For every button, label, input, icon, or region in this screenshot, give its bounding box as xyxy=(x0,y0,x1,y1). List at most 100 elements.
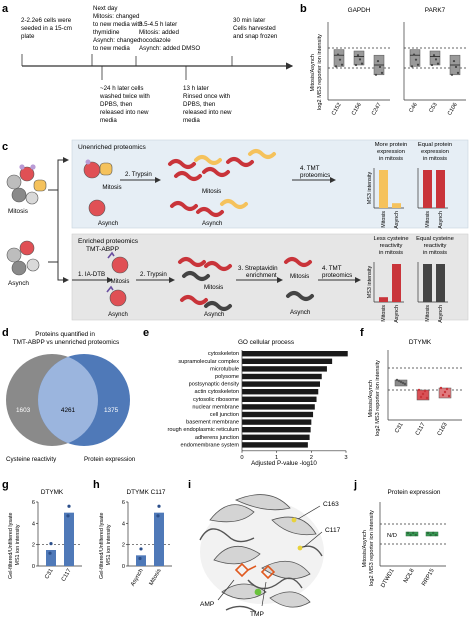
mitosis-bottom: Mitosis xyxy=(111,279,130,285)
j-point xyxy=(414,533,417,537)
c-bottom-bar-bar xyxy=(436,264,445,302)
c-bottom-bar-label: reactivity xyxy=(380,243,403,249)
go-bar xyxy=(242,366,327,372)
go-category: actin cytoskeleton xyxy=(195,389,239,395)
f-point xyxy=(403,382,407,386)
h-tick-label: Asynch xyxy=(130,568,145,587)
c-bottom-bar-tick: Asynch xyxy=(394,305,400,323)
b-point xyxy=(340,63,344,66)
go-bar xyxy=(242,389,319,395)
h-tick-label: Mitosis xyxy=(149,568,163,587)
panel-j-label: j xyxy=(353,479,357,491)
go-xtick-label: 0 xyxy=(240,455,243,461)
go-bar xyxy=(242,381,320,387)
panel-b-ylabel: Mitosis/Asynch log2 MS3 reporter ion int… xyxy=(310,34,323,110)
j-nd-label: N/D xyxy=(387,533,397,539)
j-box xyxy=(425,531,439,537)
panel-d-label: d xyxy=(2,327,9,339)
go-category: polysome xyxy=(215,374,239,380)
b-tick-label: C156 xyxy=(351,102,363,117)
peptides-top xyxy=(168,149,276,217)
panel-i-label: i xyxy=(188,479,191,491)
b-box xyxy=(333,49,345,67)
panel-b-label: b xyxy=(300,3,307,15)
amp-label: AMP xyxy=(200,601,215,608)
mitosis-top: Mitosis xyxy=(102,184,121,191)
g-point xyxy=(66,514,70,518)
mitosis-label-left: Mitosis xyxy=(8,208,28,215)
f-point xyxy=(423,389,427,393)
g-bar xyxy=(64,512,74,566)
c-top-bar-bar xyxy=(379,170,388,208)
h-point xyxy=(139,547,143,551)
g-point xyxy=(48,551,52,555)
h-point xyxy=(157,504,161,508)
strep-label: 3. Streptavidin enrichment xyxy=(238,265,279,279)
b-plot-title: GAPDH xyxy=(348,7,371,14)
j-point xyxy=(406,531,410,535)
b-tick-label: C247 xyxy=(371,102,383,117)
top-lane-cells xyxy=(83,159,113,217)
b-box xyxy=(353,50,365,66)
f-point xyxy=(399,380,403,384)
panel-g-label: g xyxy=(2,479,9,491)
go-category: nuclear membrane xyxy=(192,404,239,410)
f-tick-label: C117 xyxy=(415,422,427,437)
f-point xyxy=(421,392,425,396)
g-tick-label: C31 xyxy=(44,568,55,580)
b-point xyxy=(416,63,420,66)
venn-right-label: Protein expression xyxy=(84,456,136,463)
j-tick-label: NOL8 xyxy=(403,568,416,584)
c-bottom-bar-label: in mitosis xyxy=(423,250,447,256)
f-ylabel: Mitosis/Asynch log2 MS3 reporter ion int… xyxy=(368,360,381,436)
f-point xyxy=(447,394,451,398)
f-point xyxy=(401,381,405,385)
g-point xyxy=(67,504,71,508)
g-title: DTYMK xyxy=(41,489,64,496)
b-point xyxy=(454,65,458,69)
c-bottom-bar-label: in mitosis xyxy=(379,250,403,256)
go-category: endomembrane system xyxy=(181,442,240,448)
go-category: cytoskeleton xyxy=(208,351,239,357)
c-bottom-bar-tick: Mitosis xyxy=(381,305,387,322)
f-point xyxy=(439,386,443,390)
venn-title: Proteins quantified in TMT-ABPP vs unenr… xyxy=(13,331,119,346)
h-bar xyxy=(136,555,146,566)
asynch-label-left: Asynch xyxy=(8,280,29,287)
b-point xyxy=(430,63,434,67)
j-point xyxy=(429,533,432,537)
c-bottom-bar-bar xyxy=(379,297,388,302)
venn-mid-count: 4261 xyxy=(61,407,76,414)
b-point xyxy=(436,62,440,65)
cell-cluster-bottom xyxy=(6,240,40,276)
h-ytick-label: 2 xyxy=(122,543,125,549)
j-point xyxy=(434,533,437,537)
c-top-bar-label: in mitosis xyxy=(379,156,403,162)
mitosis-bottom-mid: Mitosis xyxy=(204,284,223,291)
go-bar xyxy=(242,434,310,440)
c-bottom-bar-tick: Mitosis xyxy=(425,305,431,322)
b-point xyxy=(360,62,364,65)
venn-left-count: 1603 xyxy=(16,407,31,414)
b-plot-title: PARK7 xyxy=(425,7,446,14)
c-top-bar-label: More protein xyxy=(375,142,408,148)
venn xyxy=(6,354,130,446)
j-tick-label: RRP15 xyxy=(421,568,436,587)
b-point xyxy=(378,65,382,69)
amp-ligand xyxy=(234,562,257,578)
b-box xyxy=(409,49,421,67)
c163-site xyxy=(291,517,297,523)
step-13h: 13 h later Rinsed once with DPBS, then r… xyxy=(183,85,233,124)
panel-a-label: a xyxy=(2,3,9,15)
asynch-enriched: Asynch xyxy=(290,309,311,316)
mg-ion xyxy=(254,588,262,596)
unenriched-title: Unenriched proteomics xyxy=(78,144,147,151)
panel-f-label: f xyxy=(360,327,364,339)
c-bottom-bar-bar xyxy=(392,264,401,302)
go-category: rough endoplasmic reticulum xyxy=(167,427,239,433)
